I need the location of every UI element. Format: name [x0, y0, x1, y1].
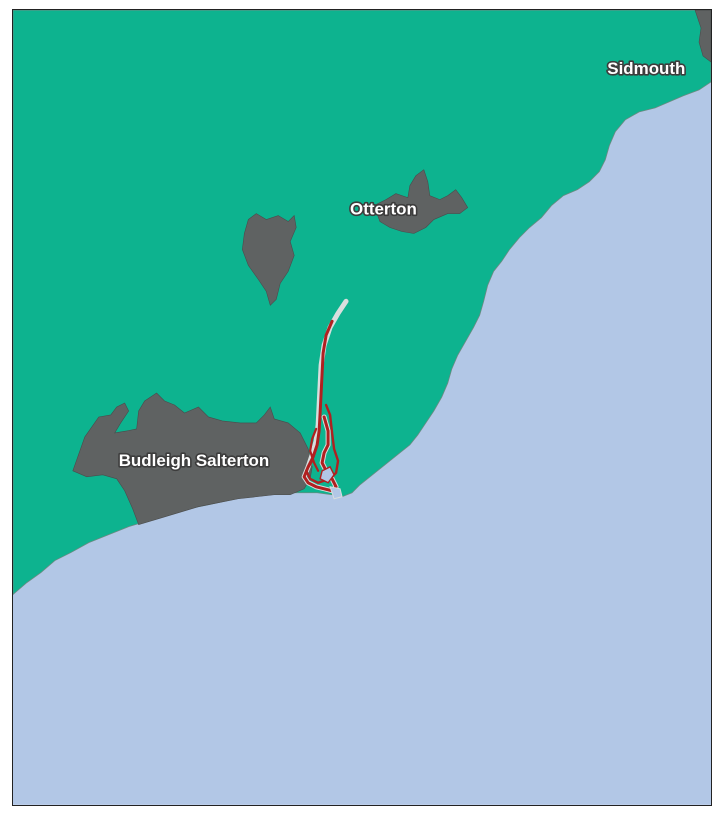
urban-area-otterton — [373, 169, 469, 234]
place-label-budleigh-salterton[interactable]: Budleigh Salterton — [117, 449, 271, 471]
map-frame[interactable]: Sidmouth Otterton Budleigh Salterton — [12, 9, 712, 806]
route-line-main — [302, 319, 338, 493]
urban-area-sidmouth — [694, 10, 711, 63]
route-path — [301, 298, 349, 500]
urban-area-budleigh-salterton — [72, 392, 313, 526]
urban-area-inland — [242, 213, 297, 306]
route-line-branch — [304, 403, 340, 484]
place-label-otterton[interactable]: Otterton — [348, 198, 418, 220]
route-waterbody — [319, 465, 335, 484]
route-estuary-mouth — [329, 486, 343, 500]
place-label-sidmouth[interactable]: Sidmouth — [606, 57, 687, 79]
map-canvas[interactable]: Sidmouth Otterton Budleigh Salterton — [13, 10, 711, 805]
route-line-west-loop — [309, 427, 320, 472]
